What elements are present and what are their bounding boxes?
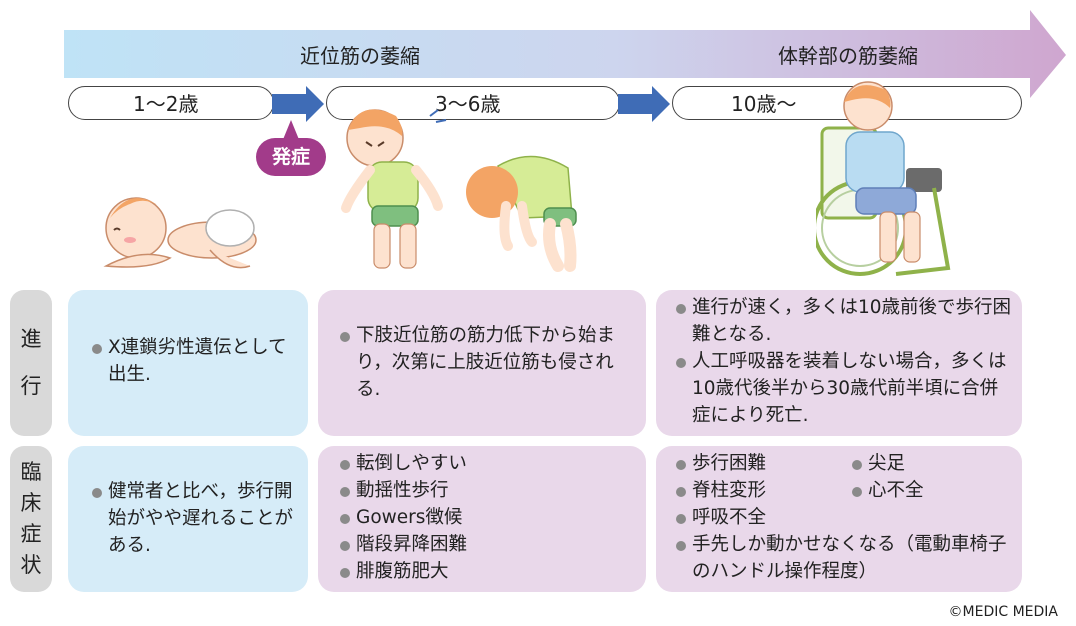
- progression-cell-child: 下肢近位筋の筋力低下から始まり，次第に上肢近位筋も侵される.: [318, 290, 646, 436]
- child-weakness-illustration: [341, 109, 447, 269]
- list-item: 下肢近位筋の筋力低下から始まり，次第に上肢近位筋も侵される.: [338, 322, 632, 403]
- list-item: 健常者と比べ，歩行開始がやや遅れることがある.: [90, 478, 294, 559]
- list-item: 呼吸不全: [674, 504, 1012, 531]
- progression-list: X連鎖劣性遺伝として出生.: [90, 334, 292, 388]
- stage-pill-infant: 1〜2歳: [68, 86, 274, 120]
- stage-label: 3〜6歳: [435, 92, 501, 116]
- list-item: 人工呼吸器を装着しない場合，多くは10歳代後半から30歳代前半頃に合併症により死…: [674, 348, 1012, 429]
- list-item: Gowers徴候: [338, 504, 632, 531]
- wheelchair-illustration: [816, 81, 951, 276]
- stage-arrow-1: [272, 86, 324, 122]
- row-label-char: 進: [20, 327, 42, 351]
- row-label-char: 行: [20, 374, 42, 398]
- stage-arrow-2: [618, 86, 670, 122]
- onset-badge-pointer: [282, 120, 300, 142]
- banner-label-proximal: 近位筋の萎縮: [300, 44, 420, 68]
- symptoms-cell-child: 転倒しやすい 動揺性歩行 Gowers徴候 階段昇降困難 腓腹筋肥大: [318, 446, 646, 592]
- onset-badge: 発症: [256, 138, 326, 176]
- row-label-char: 臨: [20, 460, 42, 484]
- progression-list: 下肢近位筋の筋力低下から始まり，次第に上肢近位筋も侵される.: [338, 322, 632, 403]
- row-label-char: 症: [20, 522, 42, 546]
- symptoms-list: 転倒しやすい 動揺性歩行 Gowers徴候 階段昇降困難 腓腹筋肥大: [338, 450, 632, 585]
- row-label-char: 状: [20, 553, 42, 577]
- stage-label: 10歳〜: [731, 92, 797, 116]
- onset-badge-label: 発症: [271, 146, 310, 168]
- list-item: 腓腹筋肥大: [338, 558, 632, 585]
- stage-label: 1〜2歳: [133, 92, 199, 116]
- gowers-sign-illustration: [466, 155, 577, 272]
- progression-list: 進行が速く，多くは10歳前後で歩行困難となる. 人工呼吸器を装着しない場合，多く…: [674, 294, 1012, 429]
- list-item: 階段昇降困難: [338, 531, 632, 558]
- progression-cell-infant: X連鎖劣性遺伝として出生.: [68, 290, 308, 436]
- stage-pill-teen: 10歳〜: [672, 86, 1022, 120]
- copyright-notice: ©MEDIC MEDIA: [948, 604, 1058, 620]
- list-item: 動揺性歩行: [338, 477, 632, 504]
- symptoms-cell-teen: 歩行困難 尖足 脊柱変形 心不全 呼吸不全 手先しか動かせなくなる（電動車椅子の…: [656, 446, 1022, 592]
- list-item: 心不全: [850, 477, 1012, 504]
- symptoms-cell-infant: 健常者と比べ，歩行開始がやや遅れることがある.: [68, 446, 308, 592]
- row-label-char: 床: [20, 491, 42, 515]
- list-item: 脊柱変形: [674, 477, 850, 504]
- list-item: 転倒しやすい: [338, 450, 632, 477]
- banner-label-trunk: 体幹部の筋萎縮: [778, 44, 918, 68]
- list-item: 進行が速く，多くは10歳前後で歩行困難となる.: [674, 294, 1012, 348]
- row-label-progression: 進 行: [10, 290, 52, 436]
- row-label-symptoms: 臨 床 症 状: [10, 446, 52, 592]
- symptoms-list: 歩行困難 尖足 脊柱変形 心不全 呼吸不全 手先しか動かせなくなる（電動車椅子の…: [674, 450, 1012, 585]
- symptoms-list: 健常者と比べ，歩行開始がやや遅れることがある.: [90, 478, 294, 559]
- crawling-baby-illustration: [103, 197, 257, 269]
- list-item: 歩行困難: [674, 450, 850, 477]
- list-item: X連鎖劣性遺伝として出生.: [90, 334, 292, 388]
- list-item: 尖足: [850, 450, 1012, 477]
- list-item: 手先しか動かせなくなる（電動車椅子のハンドル操作程度）: [674, 531, 1012, 585]
- timeline-banner-arrow: [64, 10, 1066, 98]
- progression-cell-teen: 進行が速く，多くは10歳前後で歩行困難となる. 人工呼吸器を装着しない場合，多く…: [656, 290, 1022, 436]
